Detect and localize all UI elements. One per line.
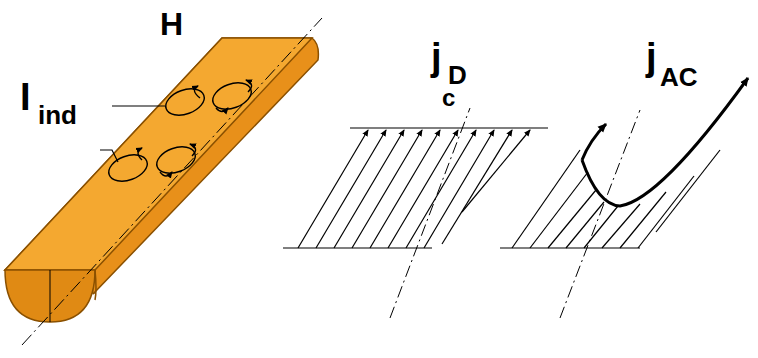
current-density-label: j	[646, 38, 657, 76]
current-label: I	[20, 78, 31, 116]
density-subscript: D	[448, 62, 467, 88]
dc-current-distribution	[283, 108, 548, 318]
eddy-loops	[105, 78, 255, 186]
ac-current-distribution	[500, 78, 748, 318]
density-subscript: AC	[660, 64, 698, 90]
density-subscript: c	[442, 86, 455, 110]
axis-line	[22, 18, 322, 345]
leader-lines	[100, 106, 165, 162]
conductor-rod	[5, 38, 318, 322]
field-label: H	[160, 8, 183, 40]
current-density-label: j	[431, 38, 442, 76]
current-subscript: ind	[38, 102, 77, 128]
cap-line	[50, 270, 51, 322]
